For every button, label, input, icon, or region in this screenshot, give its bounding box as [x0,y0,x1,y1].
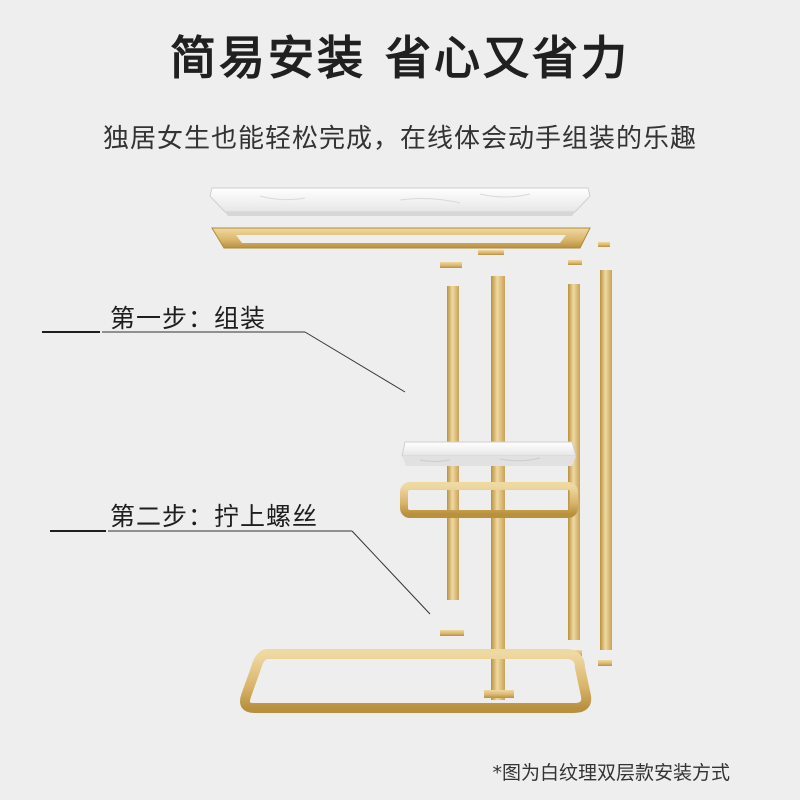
step2-leader-line [50,530,431,615]
top-gold-frame [211,227,591,249]
step1-leader-line [42,331,406,393]
bottom-connector-plates [440,630,612,666]
step-1-label: 第一步：组装 [110,304,267,333]
step-2-label: 第二步：拧上螺丝 [110,502,319,531]
base-gold-frame [240,649,592,713]
vertical-legs [447,270,612,700]
middle-shelf [401,441,577,466]
top-tabletop [209,187,591,216]
page-subtitle: 独居女生也能轻松完成，在线体会动手组装的乐趣 [102,124,697,154]
top-connector-plates [440,242,610,268]
page-title: 简易安装 省心又省力 [169,31,630,85]
middle-gold-frame [400,482,578,518]
footnote: *图为白纹理双层款安装方式 [492,762,730,784]
